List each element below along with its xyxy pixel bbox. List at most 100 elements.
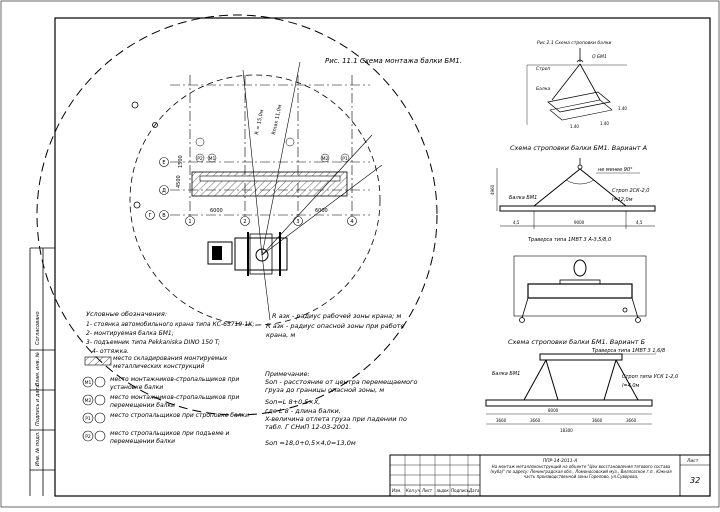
variant-a-beam-label: Балка БМ1 <box>509 195 537 201</box>
legend: Условные обозначения: 1- стоянка автомоб… <box>82 310 254 445</box>
tb-header-izm: Изм. <box>392 488 401 493</box>
variant-b-title: Схема строповки балки БМ1. Вариант Б <box>508 338 646 346</box>
variant-a-height-dim: 4960 <box>490 184 495 195</box>
variant-a: Схема строповки балки БМ1. Вариант А не … <box>490 144 656 229</box>
legend-p1-text: место стропальщиков при строповке балки <box>110 412 250 419</box>
legend-m2-text: место монтажников-стропальщиков при пере… <box>110 394 240 409</box>
tb-header-kol: Кол.уч <box>406 488 420 493</box>
variant-a-sling-label: Строп 2СК-2,0 <box>612 188 649 194</box>
variant-b: Схема строповки балки БМ1. Вариант Б Тра… <box>485 338 678 433</box>
traverse-label: Траверса типа 1МВТ 3 А-3,5/8,0 <box>528 237 611 243</box>
radius-definitions: R азк - радиус рабочей зоны крана; м R а… <box>266 312 405 339</box>
legend-tag-m1: M1 <box>85 380 92 386</box>
legend-item-4: 4- оттяжка. <box>92 348 129 355</box>
tb-code: ППР-14-2011-А <box>543 458 578 464</box>
col-label-1: 1 <box>188 219 191 225</box>
tb-description: На монтаж металлоконструкций на объекте … <box>490 464 672 479</box>
variant-b-traverse <box>539 353 623 361</box>
margin-label-replace-inv: Взам. инв. № <box>35 352 41 386</box>
row-label-d: Д <box>162 188 166 194</box>
variant-b-dim-1: 3660 <box>496 418 507 423</box>
row-label-v: В <box>162 213 166 219</box>
legend-tag-p1: P1 <box>85 416 91 422</box>
left-margin-strip: Согласовано Взам. инв. № Подпись и дата … <box>29 247 55 496</box>
notes-heading: Примечание: <box>265 370 310 378</box>
plan-marker-m2: M2 <box>322 156 329 162</box>
notes-line1: Sоп - расстояние от центра перемещаемого… <box>265 378 418 394</box>
radius-work-text: R азк - радиус рабочей зоны крана; м <box>272 312 401 320</box>
main-title: Рис. 11.1 Схема монтажа балки БМ1. <box>325 57 462 65</box>
detail-dim-c: 1.40 <box>618 106 627 111</box>
col-label-4: 4 <box>350 219 353 225</box>
tb-sheet-label: Лист <box>686 458 699 464</box>
variant-b-dim-4: 3660 <box>626 418 637 423</box>
legend-hatch-swatch <box>84 356 112 366</box>
tb-header-sign: Подпись <box>451 488 470 493</box>
detail-beam-label: Балка <box>536 86 550 92</box>
plan-marker-p2: P2 <box>197 156 203 162</box>
title-block: Изм. Кол.уч Лист №док Подпись Дата ППР-1… <box>389 454 711 497</box>
variant-a-angle-note: не менее 90° <box>598 167 633 173</box>
radius-danger-text: R азк - радиус опасной зоны при работе к… <box>266 322 405 339</box>
legend-heading: Условные обозначения: <box>86 310 167 318</box>
tb-header-doc: №док <box>436 488 449 493</box>
plan-radius-max: Rmax 11,0м <box>271 104 283 136</box>
slinging-detail-title: Рис 2.1 Схема строповки балки <box>537 40 612 46</box>
tb-header-date: Дата <box>468 488 480 493</box>
detail-sling-label: Строп <box>536 66 550 72</box>
notes-line-x: X-величина отлета груза при падении по т… <box>265 415 407 431</box>
notes-formula: Sоп=L 8+0,5×X, <box>265 398 320 406</box>
traverse: Траверса типа 1МВТ 3 А-3,5/8,0 <box>513 237 647 323</box>
tb-sheet-number: 32 <box>690 476 700 485</box>
traverse-beam <box>527 283 633 299</box>
variant-a-dim-left: 4,5 <box>513 220 520 225</box>
notes-result: Sоп =18,0+0,5×4,0=13,0м <box>265 439 356 447</box>
inner-frame <box>54 17 711 497</box>
detail-load-label: Q БМ1 <box>592 54 607 60</box>
storage-area <box>191 171 348 197</box>
legend-item-1: 1- стоянка автомобильного крана типа КС-… <box>86 321 254 328</box>
variant-b-traverse-label: Траверса типа 1МВТ 3 1,6/8 <box>592 348 665 354</box>
plan-marker-m1: M1 <box>209 156 216 162</box>
danger-zone-circle <box>36 14 438 416</box>
row-label-g: Г <box>148 213 151 219</box>
col-label-3: 3 <box>296 219 299 225</box>
variant-a-dim-mid: 9000 <box>574 220 585 225</box>
variant-b-dim-3: 3660 <box>592 418 603 423</box>
legend-storage-text: место складирования монтируемых металлич… <box>113 355 228 370</box>
tb-header-list: Лист <box>421 488 433 493</box>
notes: Примечание: Sоп - расстояние от центра п… <box>265 370 418 447</box>
plan-dim-6000-left: 6000 <box>210 208 223 214</box>
legend-item-2: 2- монтируемая балка БМ1; <box>86 330 174 337</box>
variant-b-sling-label: Строп типа УСК 1-2,0 <box>622 374 678 380</box>
margin-label-inv-original: Инв. № подл. <box>35 432 41 467</box>
legend-m1-text: место монтажников-стропальщиков при уста… <box>110 376 240 391</box>
detail-dim-b: 1.40 <box>600 121 609 126</box>
variant-b-beam <box>485 399 653 407</box>
variant-a-dim-right: 4,5 <box>636 220 643 225</box>
notes-where: где L 8 - длина балки, <box>265 407 341 415</box>
plan-dim-6000-right: 6000 <box>315 208 328 214</box>
variant-a-beam <box>499 205 656 212</box>
plan-marker-p1: P1 <box>342 156 348 162</box>
margin-label-agreed: Согласовано <box>35 311 41 345</box>
variant-b-dim-total: 18300 <box>560 428 573 433</box>
plan-radius-danger: R = 15,0м <box>254 109 265 136</box>
legend-p2-text: место стропальщиков при подъеме и переме… <box>110 430 230 445</box>
plan-dim-1500: 1500 <box>178 155 184 168</box>
variant-b-dim-mid: 8000 <box>548 408 559 413</box>
plan-dim-4500: 4500 <box>176 175 182 188</box>
legend-tag-m2: M2 <box>85 398 92 404</box>
crane-plan: E Д Г В 1 2 3 4 M1 <box>36 14 438 416</box>
slinging-detail: Рис 2.1 Схема строповки балки Строп Балк… <box>526 40 627 129</box>
crane-vehicle <box>207 232 288 276</box>
variant-a-sling-length: l=12,0м <box>612 197 633 203</box>
col-label-2: 2 <box>243 219 246 225</box>
legend-item-3: 3- подъемник типа Pekkaniska DINO 150 T; <box>86 339 220 346</box>
legend-tag-p2: P2 <box>85 434 91 440</box>
work-zone-circle <box>129 74 381 326</box>
detail-dim-a: 1.40 <box>570 124 579 129</box>
